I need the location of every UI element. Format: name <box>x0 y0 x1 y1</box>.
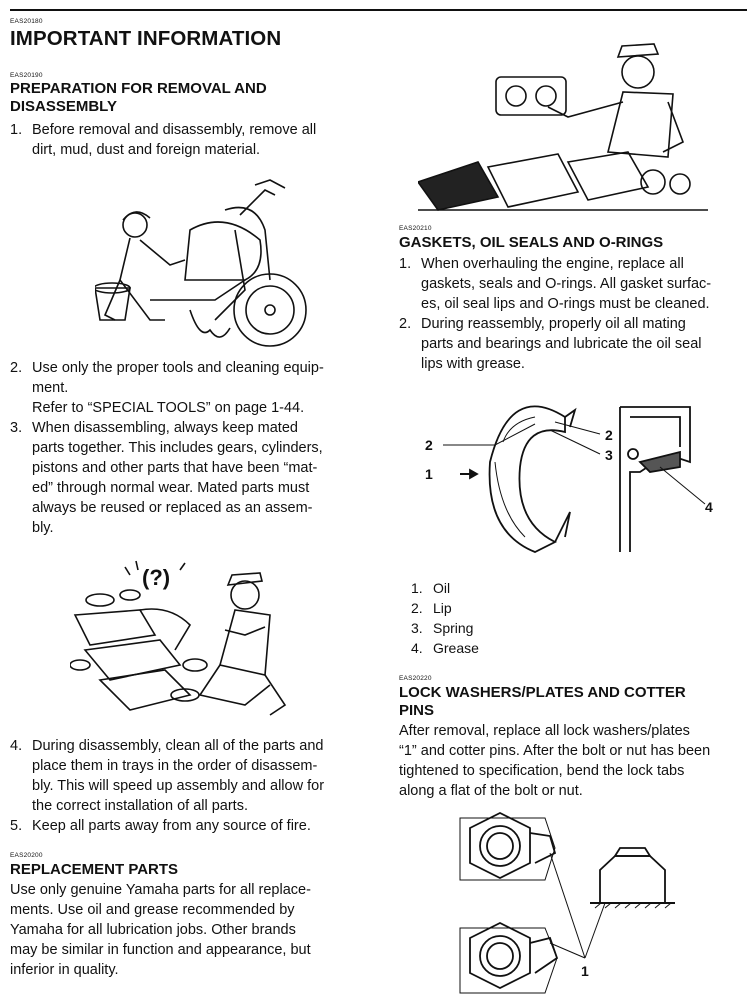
section-heading: REPLACEMENT PARTS <box>10 861 179 878</box>
list-item: 1. Before removal and disassembly, remov… <box>10 122 317 158</box>
motorcycle-cleaning-illustration <box>95 179 307 347</box>
confused-mechanic-parts-illustration: (?) <box>70 560 287 716</box>
callout-label: 3 <box>605 447 613 463</box>
svg-text:(?): (?) <box>142 565 170 590</box>
list-item: 2. During reassembly, properly oil all m… <box>399 316 702 372</box>
page-title: IMPORTANT INFORMATION <box>10 27 282 50</box>
section-heading: GASKETS, OIL SEALS AND O-RINGS <box>399 234 664 251</box>
section-code: EAS20200 <box>10 852 43 859</box>
callout-label: 1 <box>581 963 589 979</box>
legend-item: 3.Spring <box>411 620 474 636</box>
mechanic-gasket-illustration <box>418 43 708 211</box>
section-code: EAS20220 <box>399 675 432 682</box>
top-rule <box>10 9 747 11</box>
list-item: 5. Keep all parts away from any source o… <box>10 818 311 834</box>
list-item: 4. During disassembly, clean all of the … <box>10 738 325 814</box>
legend-item: 4.Grease <box>411 640 479 656</box>
legend-item: 2.Lip <box>411 600 452 616</box>
callout-label: 2 <box>425 437 433 453</box>
list-item: 1. When overhauling the engine, replace … <box>399 256 712 312</box>
section-code: EAS20190 <box>10 72 43 79</box>
legend-item: 1.Oil <box>411 580 451 596</box>
list-item: 3. When disassembling, always keep mated… <box>10 420 323 536</box>
callout-label: 1 <box>425 466 433 482</box>
oil-seal-diagram: 2 1 2 3 4 <box>425 405 713 553</box>
section-code: EAS20180 <box>10 18 43 25</box>
section-heading: PREPARATION FOR REMOVAL AND DISASSEMBLY <box>10 80 267 115</box>
callout-label: 2 <box>605 427 613 443</box>
list-item: 2. Use only the proper tools and cleanin… <box>10 360 324 416</box>
section-heading: LOCK WASHERS/PLATES AND COTTER PINS <box>399 684 686 719</box>
lock-washer-diagram: 1 <box>459 811 675 994</box>
callout-label: 4 <box>705 499 713 515</box>
lock-paragraph: After removal, replace all lock washers/… <box>399 723 711 799</box>
section-code: EAS20210 <box>399 225 432 232</box>
figure-legend: 1.Oil 2.Lip 3.Spring 4.Grease <box>411 578 479 658</box>
replacement-paragraph: Use only genuine Yamaha parts for all re… <box>10 882 311 978</box>
